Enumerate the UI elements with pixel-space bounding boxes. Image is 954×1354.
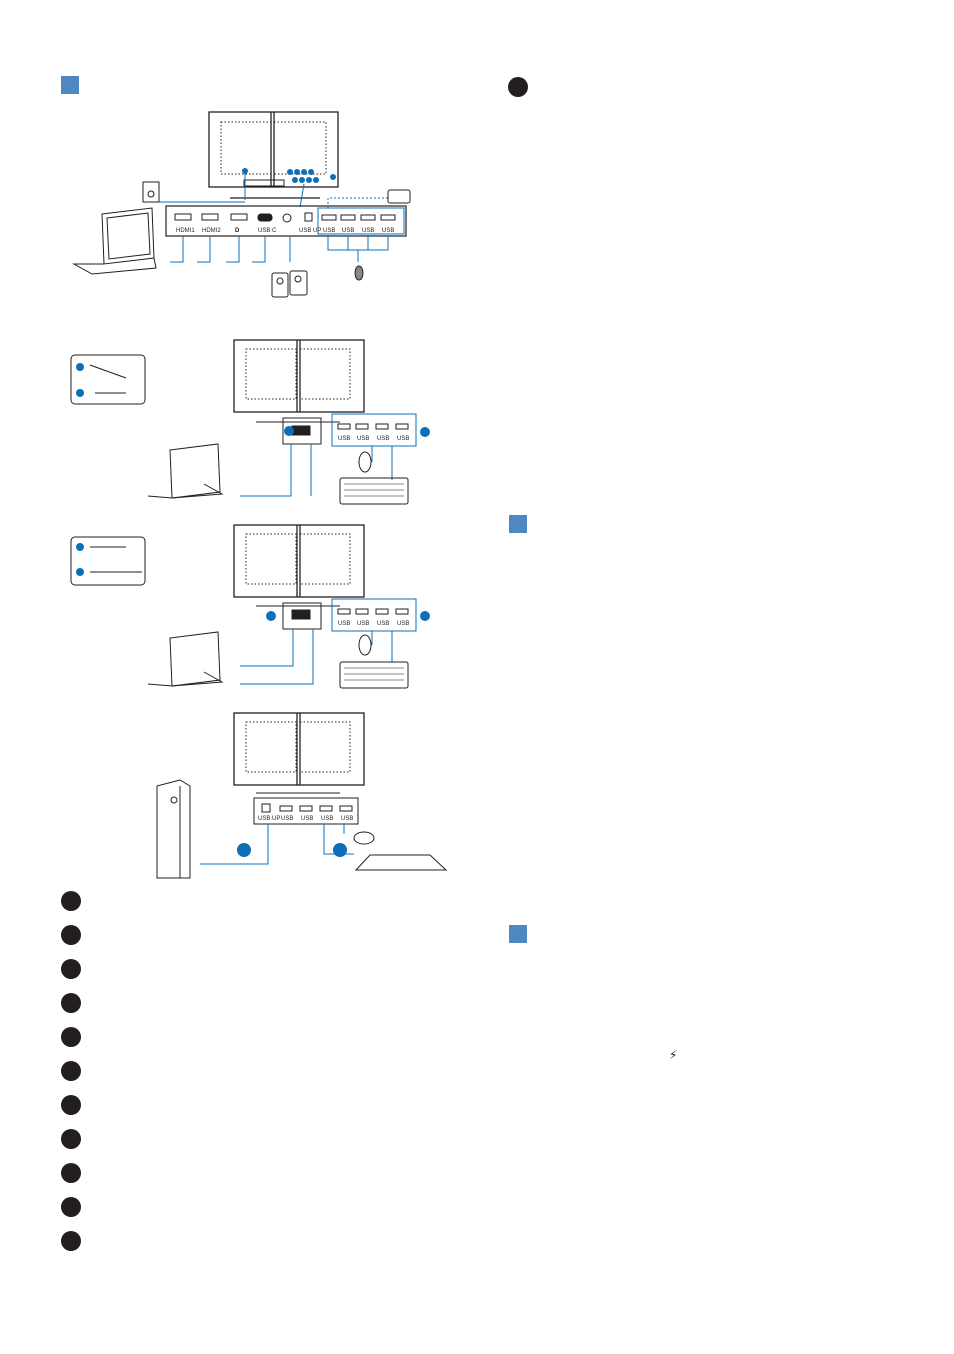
bullet-7 xyxy=(61,1095,81,1115)
port-label-usb-1: USB xyxy=(338,436,350,442)
port-label-usb-3: USB xyxy=(377,621,389,627)
port-label-usb-4: USB xyxy=(382,228,394,234)
section-marker-1 xyxy=(61,76,79,94)
port-label-usb-2: USB xyxy=(301,816,313,822)
port-label-usb-3: USB xyxy=(321,816,333,822)
port-labels-diagram-1: HDMI1 HDMI2 USB C USB UP USB USB USB USB… xyxy=(176,228,394,234)
displayport-icon: D xyxy=(235,228,240,234)
bullet-9 xyxy=(61,1163,81,1183)
port-label-usb-4: USB xyxy=(397,621,409,627)
port-label-usb-1: USB xyxy=(281,816,293,822)
port-label-usb-2: USB xyxy=(357,621,369,627)
diagram-4-pc-usb xyxy=(156,712,448,879)
port-label-usb-up: USB UP xyxy=(258,816,280,822)
bullet-right-top xyxy=(508,77,528,97)
bullet-11 xyxy=(61,1231,81,1251)
port-labels-diagram-2: USB USB USB USB xyxy=(338,436,409,442)
bullet-1 xyxy=(61,891,81,911)
bullet-6 xyxy=(61,1061,81,1081)
port-label-usb-3: USB xyxy=(377,436,389,442)
diagram-2-usbc-hub xyxy=(70,339,430,505)
section-marker-2 xyxy=(509,515,527,533)
section-marker-3 xyxy=(509,925,527,943)
port-label-usb-1: USB xyxy=(338,621,350,627)
port-label-usb-2: USB xyxy=(342,228,354,234)
port-label-hdmi1: HDMI1 xyxy=(176,228,195,234)
port-label-usb-4: USB xyxy=(397,436,409,442)
bullet-4 xyxy=(61,993,81,1013)
bullet-3 xyxy=(61,959,81,979)
bullet-5 xyxy=(61,1027,81,1047)
port-label-usbc: USB C xyxy=(258,228,277,234)
port-label-usb-1: USB xyxy=(323,228,335,234)
bullet-10 xyxy=(61,1197,81,1217)
port-label-hdmi2: HDMI2 xyxy=(202,228,221,234)
bullet-8 xyxy=(61,1129,81,1149)
diagram-1-monitor-ports xyxy=(72,111,411,298)
port-labels-diagram-3: USB USB USB USB xyxy=(338,621,409,627)
port-label-usb-3: USB xyxy=(362,228,374,234)
port-labels-diagram-4: USB UP USB USB USB USB xyxy=(258,816,353,822)
diagram-3-usbb-hub xyxy=(70,524,430,689)
lightning-icon: ⚡ xyxy=(669,1048,678,1062)
bullet-2 xyxy=(61,925,81,945)
port-label-usb-2: USB xyxy=(357,436,369,442)
port-label-usb-up: USB UP xyxy=(299,228,321,234)
port-label-usb-4: USB xyxy=(341,816,353,822)
